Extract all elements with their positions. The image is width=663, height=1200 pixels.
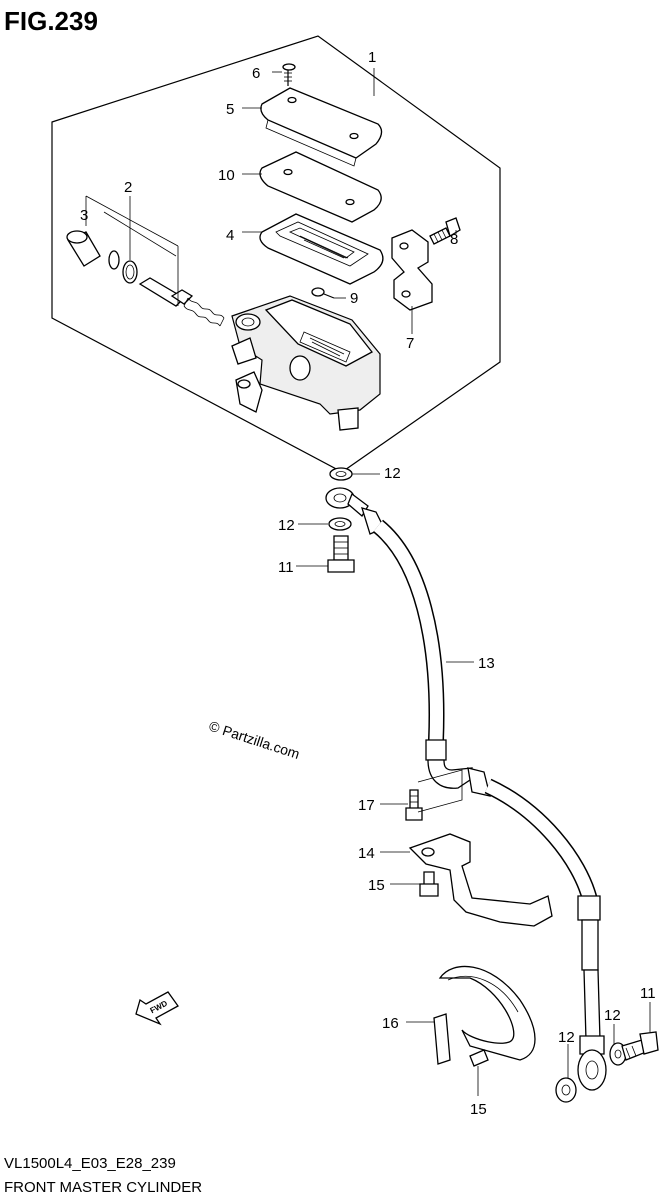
callout-4: 4 — [226, 227, 234, 244]
callout-1: 1 — [368, 49, 376, 66]
part-1-master-cylinder-body — [231, 295, 381, 431]
part-2-circlip — [108, 250, 138, 284]
assembly-outline — [51, 35, 501, 473]
callout-12-mid: 12 — [278, 517, 295, 534]
upper-leaders — [85, 68, 457, 334]
part-7-clamp — [391, 229, 433, 311]
part-8-clamp-bolt — [429, 217, 461, 245]
part-12-washer-lower-right — [609, 1024, 627, 1066]
figure-title: FIG.239 — [4, 6, 98, 36]
part-17-bolt — [380, 769, 463, 821]
callout-17: 17 — [358, 797, 375, 814]
part-13-brake-hose — [372, 519, 607, 1091]
callout-11-upper: 11 — [278, 559, 294, 576]
part-4-diaphragm — [259, 213, 384, 285]
callout-12-upper: 12 — [384, 465, 401, 482]
callout-15-upper: 15 — [368, 877, 385, 894]
part-15-bolt-upper — [390, 871, 439, 897]
part-12-washer-upper — [329, 467, 380, 481]
callout-12-lower-left: 12 — [558, 1029, 575, 1046]
callout-9: 9 — [350, 290, 358, 307]
callout-8: 8 — [450, 231, 458, 248]
part-3-boot — [66, 230, 101, 267]
callout-14: 14 — [358, 845, 375, 862]
part-12-washer-lower-left — [555, 1044, 577, 1103]
part-9-screw — [311, 287, 335, 299]
part-10-diaphragm-plate — [259, 151, 382, 223]
callout-10: 10 — [218, 167, 235, 184]
callout-11-lower: 11 — [640, 985, 656, 1002]
part-6-screw — [282, 63, 296, 86]
piston-assembly — [138, 277, 225, 327]
callout-3: 3 — [80, 207, 88, 224]
callout-13: 13 — [478, 655, 495, 672]
callout-7: 7 — [406, 335, 414, 352]
callout-6: 6 — [252, 65, 260, 82]
part-11-banjo-bolt-upper — [296, 535, 355, 573]
watermark: © Partzilla.com — [207, 718, 302, 762]
callout-15-lower: 15 — [470, 1101, 487, 1118]
callout-12-lower-right: 12 — [604, 1007, 621, 1024]
callout-5: 5 — [226, 101, 234, 118]
fwd-arrow-icon: FWD — [135, 991, 179, 1026]
footer-part-name: FRONT MASTER CYLINDER — [4, 1179, 202, 1196]
part-12-washer-mid — [298, 517, 352, 531]
part-11-banjo-bolt-lower — [621, 1002, 659, 1061]
callout-16: 16 — [382, 1015, 399, 1032]
part-14-hose-bracket — [380, 833, 553, 927]
callout-2: 2 — [124, 179, 132, 196]
part-16-hose-guide — [406, 965, 536, 1065]
part-5-reservoir-cap — [260, 87, 383, 167]
footer-model-code: VL1500L4_E03_E28_239 — [4, 1155, 176, 1172]
part-15-bolt-lower — [469, 1049, 489, 1096]
